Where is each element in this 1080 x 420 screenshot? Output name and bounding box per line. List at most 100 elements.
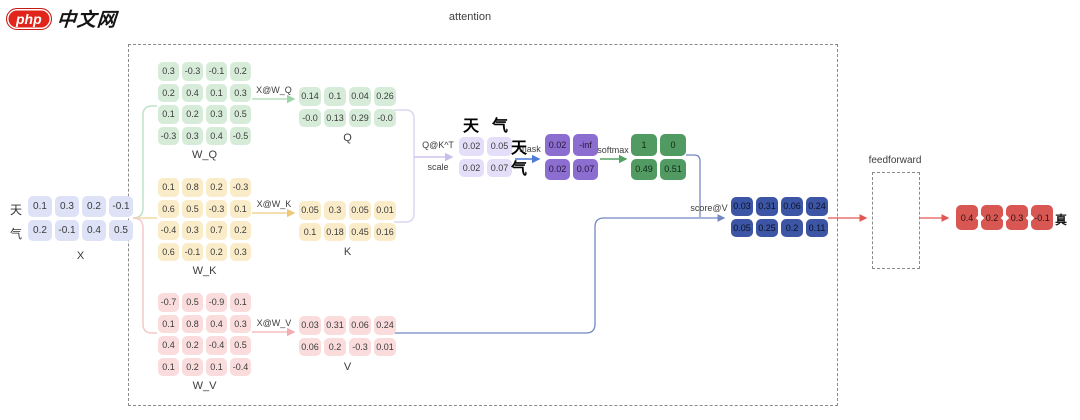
matrix-cell: 0.2 (182, 357, 203, 376)
matrix-cell: 0.3 (230, 314, 251, 333)
matrix-cell: 0 (660, 134, 686, 156)
matrix-cell: 0.1 (158, 105, 179, 124)
matrix-cell: 1 (631, 134, 657, 156)
matrix-cell: 0.31 (324, 316, 346, 335)
matrix-cell: -0.1 (206, 62, 227, 81)
matrix-cell: 0.02 (459, 137, 484, 156)
matrix-cell: -0.1 (55, 220, 79, 241)
qkt-arrow-label: Q@K^T (422, 140, 454, 150)
matrix-cell: 0.6 (158, 199, 179, 218)
score-v-arrow-label: score@V (690, 203, 728, 213)
matrix-cell: 0.3 (324, 201, 346, 220)
matrix-cell: 0.3 (182, 221, 203, 240)
matrix-cell: 0.3 (182, 126, 203, 145)
matrix-cell: 0.05 (349, 201, 371, 220)
matrix-cell: 0.1 (158, 178, 179, 197)
matrix-cell: 0.5 (230, 105, 251, 124)
matrix-cell: -0.5 (230, 126, 251, 145)
matrix-cell: 0.5 (182, 293, 203, 312)
v-matrix-label: V (343, 361, 352, 373)
matrix-cell: 0.4 (206, 126, 227, 145)
matrix-cell: 0.3 (206, 105, 227, 124)
matrix-cell: 0.45 (349, 222, 371, 241)
matrix-cell: 0.49 (631, 158, 657, 180)
matrix-cell: 0.2 (28, 220, 52, 241)
matrix-cell: 0.1 (28, 196, 52, 217)
matrix-cell: 0.11 (806, 218, 828, 237)
matrix-cell: -0.1 (182, 242, 203, 261)
diagram-title: attention (448, 11, 492, 23)
matrix-cell: 0.02 (545, 158, 570, 180)
matrix-cell: 0.07 (573, 158, 598, 180)
matrix-cell: 0.29 (349, 108, 371, 127)
matrix-cell: 0.4 (956, 205, 978, 230)
matrix-cell: 0.25 (756, 218, 778, 237)
matrix-cell: 0.6 (158, 242, 179, 261)
matrix-cell: -0.0 (374, 108, 396, 127)
matrix-cell: 0.05 (299, 201, 321, 220)
matrix-cell: 0.03 (299, 316, 321, 335)
matrix-cell: 0.24 (806, 197, 828, 216)
wq-matrix-label: W_Q (191, 149, 218, 161)
matrix-cell: 0.06 (781, 197, 803, 216)
matrix-cell: 0.07 (487, 158, 512, 177)
x-matrix-label: X (76, 250, 85, 262)
matrix-cell: -0.3 (206, 199, 227, 218)
x-row-label-tian: 天 (10, 202, 23, 217)
matrix-cell: 0.3 (158, 62, 179, 81)
matrix-cell: 0.3 (230, 83, 251, 102)
final-output-label: 真 (1055, 213, 1068, 227)
matrix-cell: -0.9 (206, 293, 227, 312)
matrix-cell: 0.2 (324, 337, 346, 356)
matrix-cell: 0.06 (299, 337, 321, 356)
wk-matrix-label: W_K (192, 265, 217, 277)
x-wq-arrow-label: X@W_Q (256, 85, 292, 95)
matrix-cell: 0.4 (182, 83, 203, 102)
scale-column-headers: 天 气 (459, 112, 512, 136)
matrix-cell: 0.2 (82, 196, 106, 217)
matrix-cell: 0.3 (230, 242, 251, 261)
scale-row-labels: 天 气 (511, 135, 528, 178)
q-matrix-label: Q (343, 132, 352, 144)
x-wv-arrow-label: X@W_V (256, 318, 292, 328)
wv-matrix-label: W_V (192, 380, 217, 392)
matrix-cell: -0.4 (158, 221, 179, 240)
matrix-cell: 0.2 (206, 242, 227, 261)
matrix-cell: 0.03 (731, 197, 753, 216)
matrix-cell: 0.8 (182, 178, 203, 197)
matrix-cell: 0.1 (206, 357, 227, 376)
matrix-cell: 0.2 (781, 218, 803, 237)
matrix-cell: 0.13 (324, 108, 346, 127)
matrix-cell: 0.05 (731, 218, 753, 237)
matrix-cell: 0.4 (158, 336, 179, 355)
matrix-cell: -0.4 (206, 336, 227, 355)
scale-row-label-tian: 天 (511, 139, 528, 157)
matrix-cell: 0.14 (299, 87, 321, 106)
matrix-cell: -0.3 (230, 178, 251, 197)
matrix-cell: -0.1 (109, 196, 133, 217)
matrix-cell: 0.01 (374, 201, 396, 220)
scale-col-header-tian: 天 (463, 118, 480, 135)
matrix-cell: 0.26 (374, 87, 396, 106)
matrix-cell: 0.1 (206, 83, 227, 102)
matrix-cell: -0.3 (349, 337, 371, 356)
softmax-arrow-label: softmax (597, 145, 629, 155)
matrix-cell: 0.5 (109, 220, 133, 241)
mask-arrow-label: mask (519, 144, 541, 154)
matrix-cell: 0.3 (1006, 205, 1028, 230)
matrix-cell: 0.2 (230, 221, 251, 240)
matrix-cell: 0.01 (374, 337, 396, 356)
k-matrix-label: K (343, 246, 352, 258)
matrix-cell: 0.51 (660, 158, 686, 180)
